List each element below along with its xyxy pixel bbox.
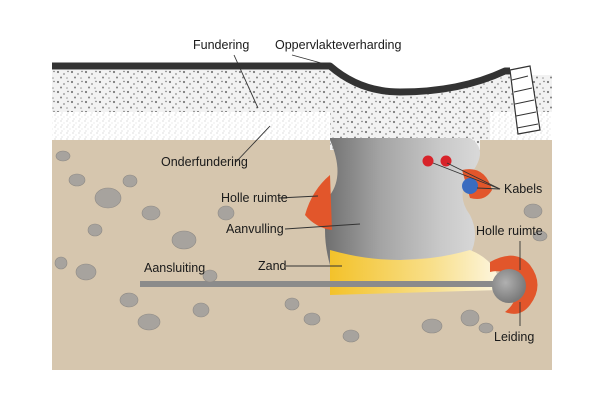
label-leiding: Leiding — [494, 330, 534, 344]
void-left — [305, 175, 332, 230]
label-holle-ruimte-right: Holle ruimte — [476, 224, 543, 238]
soil-stones — [54, 150, 548, 343]
main-pipe — [492, 269, 526, 303]
leader-lines — [233, 54, 521, 326]
label-onderfundering: Onderfundering — [161, 155, 248, 169]
backfill-body — [325, 138, 480, 265]
collapsed-gravel — [330, 95, 480, 150]
label-holle-ruimte-left: Holle ruimte — [221, 191, 288, 205]
label-kabels: Kabels — [504, 182, 542, 196]
cable-red-1 — [422, 155, 434, 167]
label-fundering: Fundering — [193, 38, 249, 52]
connection-pipe — [140, 281, 510, 287]
cable-blue — [462, 178, 478, 194]
label-oppervlakteverharding: Oppervlakteverharding — [275, 38, 402, 52]
asphalt-surface — [52, 62, 510, 96]
label-aansluiting: Aansluiting — [144, 261, 205, 275]
curb-stone — [509, 65, 541, 135]
foundation-layer — [52, 70, 552, 140]
label-zand: Zand — [258, 259, 287, 273]
void-right — [490, 255, 538, 314]
subbase-layer — [52, 112, 330, 140]
label-aanvulling: Aanvulling — [226, 222, 284, 236]
